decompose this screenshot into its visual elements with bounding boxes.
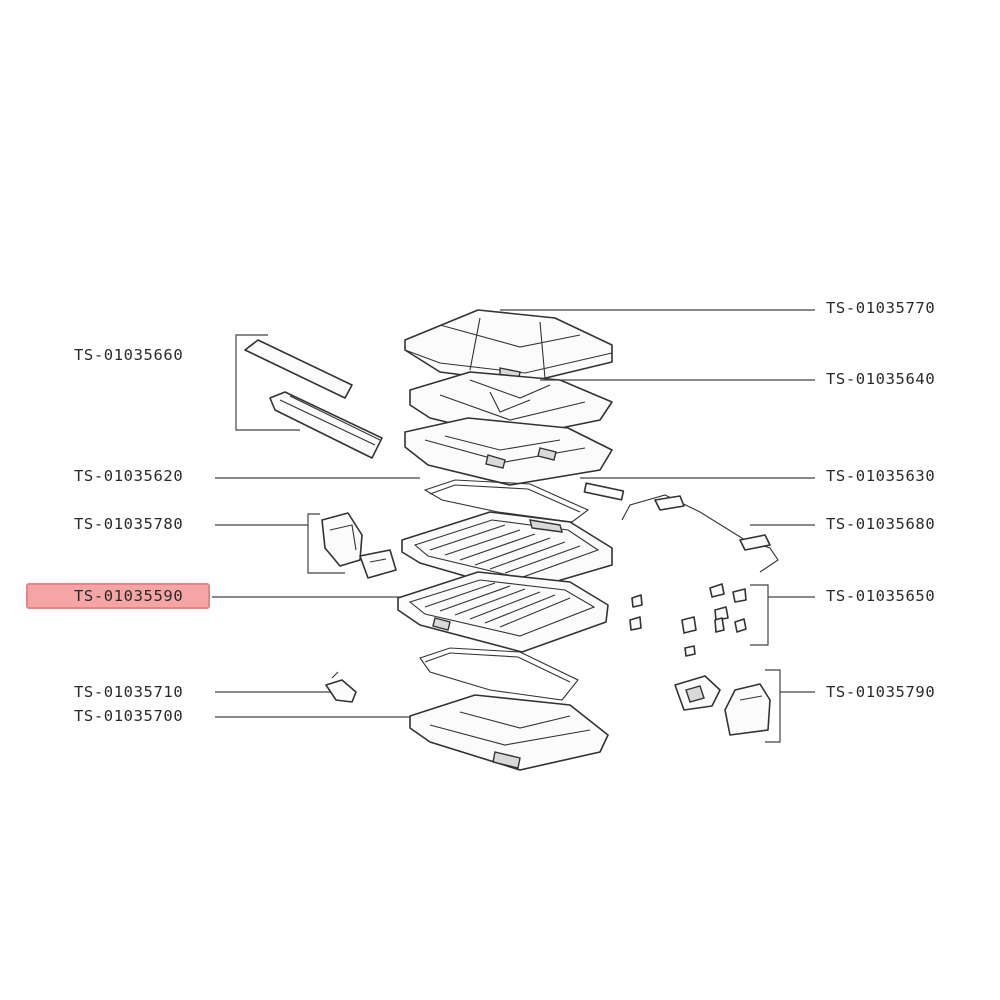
label-handle[interactable]: TS-01035660 [74, 346, 184, 364]
label-wiring-top[interactable]: TS-01035630 [826, 467, 936, 485]
lower-gasket-part[interactable] [419, 647, 579, 701]
label-hinge-block[interactable]: TS-01035780 [74, 515, 184, 533]
wiring-strip-part[interactable] [583, 482, 625, 501]
label-grill-plate[interactable]: TS-01035590 [74, 587, 184, 605]
label-heating-rod[interactable]: TS-01035680 [826, 515, 936, 533]
label-lid-cover[interactable]: TS-01035770 [826, 299, 936, 317]
label-clips[interactable]: TS-01035650 [826, 587, 936, 605]
label-upper-housing[interactable]: TS-01035620 [74, 467, 184, 485]
leader-lines [212, 309, 815, 743]
grill-plate-part[interactable] [397, 571, 609, 653]
clips-part[interactable] [629, 583, 747, 657]
label-thermostat[interactable]: TS-01035710 [74, 683, 184, 701]
base-part[interactable] [409, 694, 609, 771]
upper-gasket-part[interactable] [423, 479, 590, 523]
label-power-box[interactable]: TS-01035790 [826, 683, 936, 701]
label-upper-plate-cover[interactable]: TS-01035640 [826, 370, 936, 388]
upper-grill-plate-part[interactable] [401, 511, 613, 593]
upper-housing-part[interactable] [404, 417, 613, 486]
hinge-block-part[interactable] [321, 512, 397, 579]
thermostat-part[interactable] [325, 671, 357, 703]
handle-part[interactable] [244, 339, 383, 459]
power-box-part[interactable] [674, 675, 771, 736]
selected-part-highlight [26, 583, 210, 609]
heating-rod-part[interactable] [621, 494, 779, 573]
lid-cover-part[interactable] [404, 309, 613, 384]
label-base[interactable]: TS-01035700 [74, 707, 184, 725]
